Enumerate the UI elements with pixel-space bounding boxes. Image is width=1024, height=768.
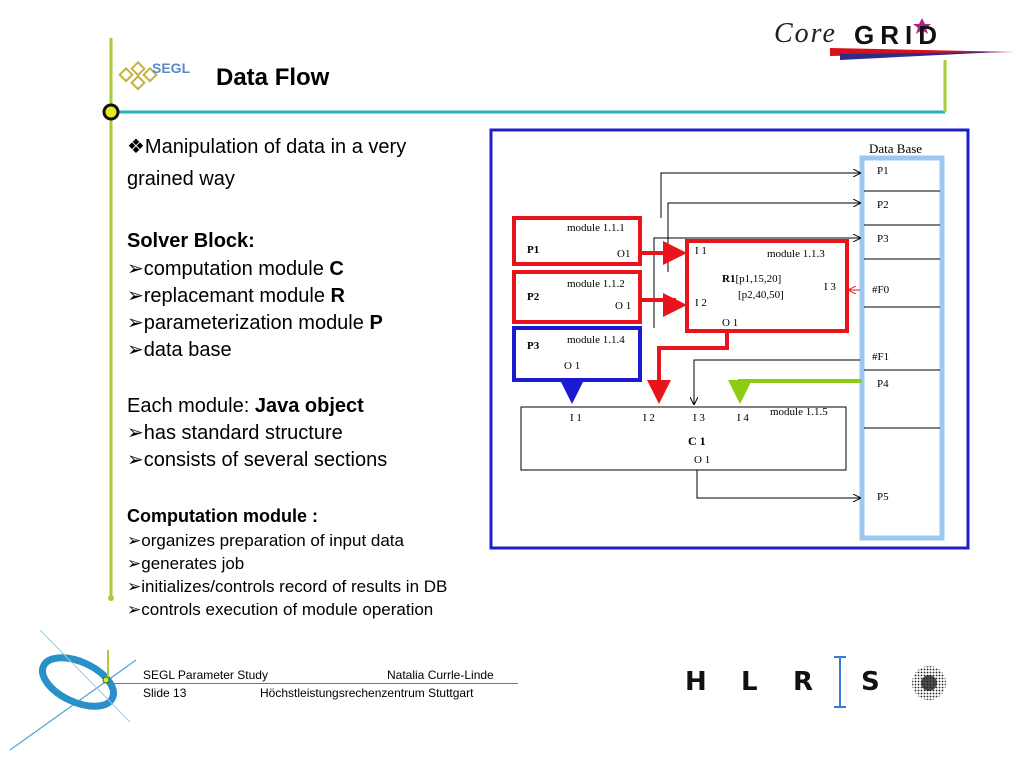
db-entry-f0: #F0 [872,284,890,296]
arrow-to-db-p1 [660,173,860,218]
module-111-o-label: O1 [617,248,631,260]
coregrid-grid-text: GRID [854,20,943,50]
db-entry-p5: P5 [877,491,889,503]
database-separators [864,190,940,429]
module-115-input-i3: I 3 [693,412,705,424]
module-114-p-label: P3 [527,340,540,352]
db-entry-p2: P2 [877,199,889,211]
module-112-o-label: O 1 [615,300,632,312]
diagram-frame [489,128,970,550]
orbit-ellipse-icon [39,654,117,710]
arrow-113-to-115 [647,331,729,404]
module-113-i1: I 1 [695,245,707,257]
solver-item-replacement: ➢replacemant module R [127,285,345,307]
module-112-p-label: P2 [527,291,540,303]
hlrs-letter-r: R [793,667,814,697]
module-115-input-i4: I 4 [737,412,749,424]
footer-slide-number: Slide 13 [143,686,187,700]
each-module-line: Each module: Java object [127,395,364,417]
left-line-end-dot [108,595,114,601]
coregrid-swoosh-icon [830,18,1015,60]
db-entry-p4: P4 [877,378,889,390]
module-114-o-label: O 1 [564,360,581,372]
module-111-box [512,216,642,266]
each-module-item-structure: ➢has standard structure [127,422,343,444]
module-111-name: module 1.1.1 [567,222,625,234]
module-113-i3: I 3 [824,281,836,293]
solver-item-computation: ➢computation module C [127,258,344,280]
module-115-o: O 1 [694,454,711,466]
segl-diamonds-icon [118,60,158,91]
computation-item-organizes: ➢organizes preparation of input data [127,531,404,550]
coregrid-core-text: Core [774,18,837,49]
footer-institution: Höchstleistungsrechenzentrum Stuttgart [260,686,474,700]
module-113-r-line1: R1[p1,15,20] [722,273,782,285]
db-entry-p1: P1 [877,165,889,177]
intro-bullet-line2: grained way [127,168,235,190]
module-113-o: O 1 [722,317,739,329]
computation-item-generates: ➢generates job [127,554,245,573]
module-115-input-i2: I 2 [643,412,655,424]
hlrs-letter-h: H [685,667,707,697]
footer-study: SEGL Parameter Study [143,668,268,682]
module-115-c-label: C 1 [688,434,706,448]
footer-author: Natalia Currle-Linde [387,668,494,682]
coregrid-logo: Core GRID [770,14,1020,60]
footer-orbit-logo [9,630,137,751]
module-113-name: module 1.1.3 [767,248,825,260]
segl-logo-text: SEGL [152,60,191,76]
module-113-r-line2: [p2,40,50] [738,289,784,301]
module-112-box [512,270,642,324]
arrow-o1-to-p5 [696,470,860,498]
hlrs-bar-icon [834,656,846,708]
computation-item-controls: ➢controls execution of module operation [127,600,434,619]
header-node-dot [102,103,120,121]
computation-heading: Computation module : [127,506,318,526]
module-112-name: module 1.1.2 [567,278,625,290]
segl-logo: SEGL [116,58,216,98]
arrow-112-to-113 [640,293,687,317]
intro-bullet-line1: ❖Manipulation of data in a very [127,136,407,158]
footer-rule [106,683,518,684]
module-115-input-i1: I 1 [570,412,582,424]
arrow-f1-to-i3 [694,359,860,404]
module-114-name: module 1.1.4 [567,334,625,346]
hlrs-letter-l: L [741,667,758,697]
hlrs-letter-s: S [861,667,880,697]
solver-item-database: ➢data base [127,339,232,361]
module-115-box [520,406,847,471]
computation-item-initializes: ➢initializes/controls record of results … [127,577,448,596]
orbit-line-1 [9,659,137,751]
solver-heading: Solver Block: [127,230,255,252]
arrow-p4-to-115 [728,379,862,404]
db-entry-f1: #F1 [872,351,890,363]
solver-item-parameterization: ➢parameterization module P [127,312,383,334]
each-module-item-sections: ➢consists of several sections [127,449,388,471]
orbit-line-2 [39,630,131,723]
hlrs-dotted-globe-icon [912,666,946,700]
module-111-p-label: P1 [527,244,540,256]
module-113-i2: I 2 [695,297,707,309]
module-113-box [685,239,849,333]
hlrs-logo: H L R S [685,655,955,711]
db-entry-p3: P3 [877,233,889,245]
database-column [859,155,945,541]
module-115-name: module 1.1.5 [770,406,828,418]
page-title: Data Flow [216,64,330,91]
database-label: Data Base [869,141,923,156]
